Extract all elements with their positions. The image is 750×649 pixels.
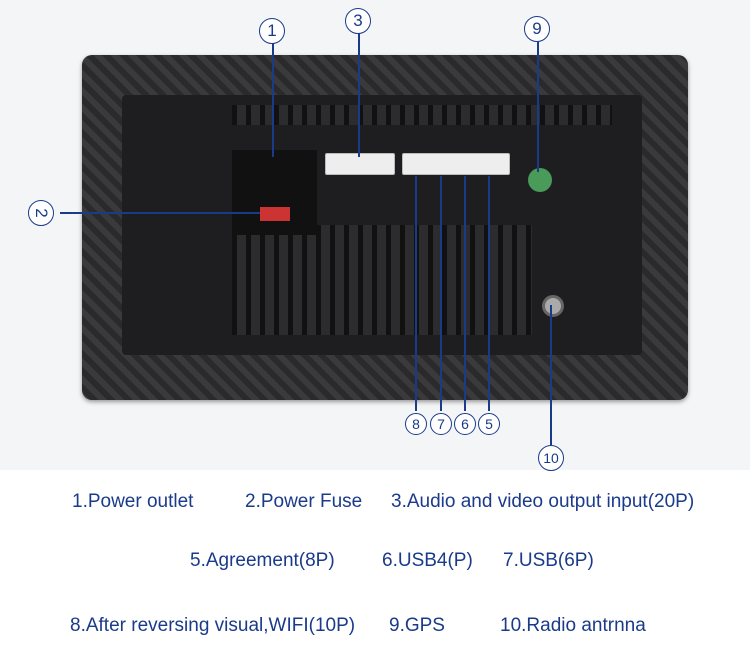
product-photo: 1 2 3 8 7 6 5 9 10 — [0, 0, 750, 471]
vents — [232, 225, 532, 335]
vents — [232, 105, 612, 125]
callout-7: 7 — [430, 413, 452, 435]
caption-3: 3.Audio and video output input(20P) — [391, 491, 695, 512]
head-unit-rear — [82, 55, 688, 400]
gps-port — [528, 168, 552, 192]
av-connector — [325, 153, 395, 175]
callout-9: 9 — [524, 16, 550, 42]
caption-6: 6.USB4(P) — [382, 550, 473, 571]
callout-6: 6 — [454, 413, 476, 435]
power-fuse — [260, 207, 290, 221]
callout-10: 10 — [538, 445, 564, 471]
caption-10: 10.Radio antrnna — [500, 615, 646, 636]
caption-5: 5.Agreement(8P) — [190, 550, 335, 571]
callout-2: 2 — [28, 200, 54, 226]
caption-1: 1.Power outlet — [72, 491, 194, 512]
caption-7: 7.USB(6P) — [503, 550, 594, 571]
callout-1: 1 — [259, 18, 285, 44]
rear-panel — [122, 95, 642, 355]
callout-5: 5 — [478, 413, 500, 435]
multi-connector — [402, 153, 510, 175]
power-outlet — [232, 150, 317, 235]
caption-8: 8.After reversing visual,WIFI(10P) — [70, 615, 356, 636]
callout-8: 8 — [405, 413, 427, 435]
callout-3: 3 — [345, 8, 371, 34]
radio-antenna-port — [542, 295, 564, 317]
caption-9: 9.GPS — [389, 615, 445, 636]
caption-2: 2.Power Fuse — [245, 491, 363, 512]
